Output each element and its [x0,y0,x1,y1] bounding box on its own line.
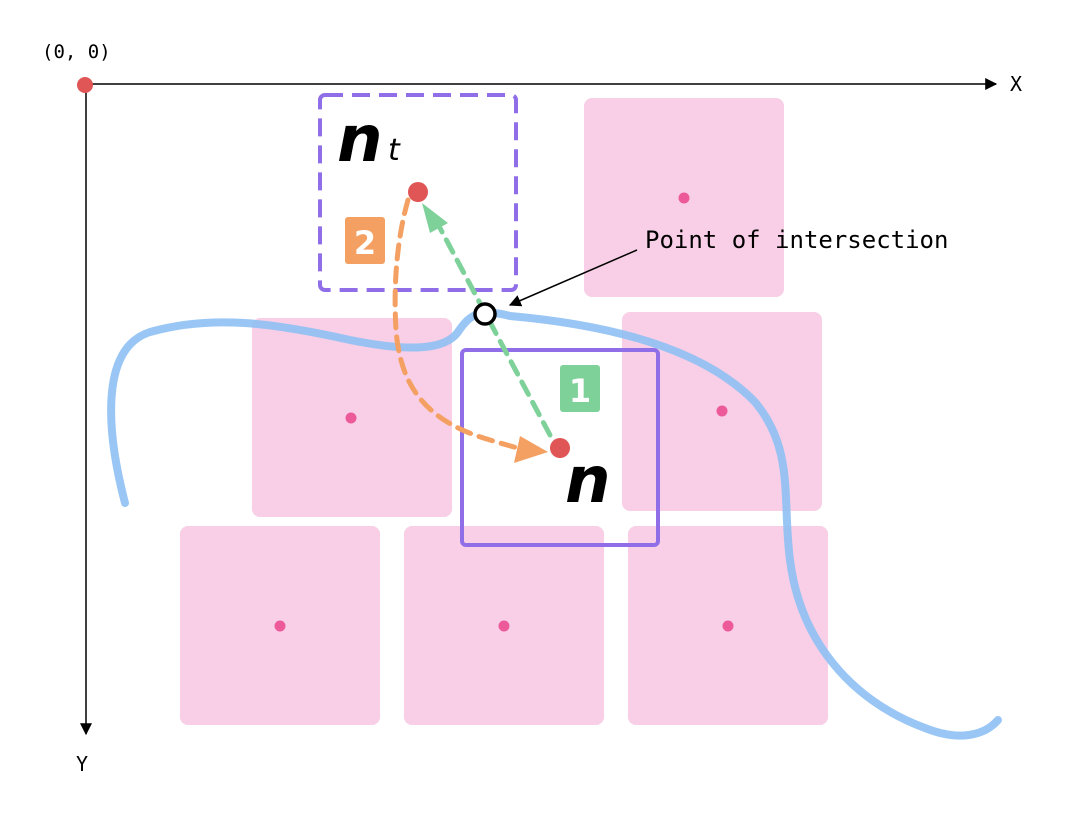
tile-center [498,620,510,632]
boundary-curve [107,308,1002,740]
tile-center [722,620,734,632]
step2-arrowhead [514,436,548,463]
step1-label: 1 [569,372,591,410]
tile-center [345,412,357,424]
node-n-point [550,438,570,458]
intersection-leader [508,249,638,307]
tile-center [678,192,690,204]
step2-badge [345,217,385,264]
step2-path [392,197,521,451]
step1-badge [560,365,600,412]
origin-label: (0, 0) [42,41,111,63]
step1-path [437,225,553,438]
tiles [180,98,828,725]
tile-center [716,405,728,417]
step1-arrowhead [422,203,448,233]
tile-center [274,620,286,632]
intersection-point [473,302,497,326]
target-node-box [318,93,518,292]
node-nt-point [408,182,428,202]
node-nt-subscript: t [388,133,401,168]
x-axis-label: X [1010,72,1022,96]
step2-label: 2 [354,224,376,262]
node-n-label: n [565,444,611,518]
current-node-box [460,348,660,547]
y-axis-label: Y [76,752,88,776]
intersection-label: Point of intersection [645,226,948,254]
node-nt-label: n [337,103,383,177]
origin-point [77,77,93,93]
